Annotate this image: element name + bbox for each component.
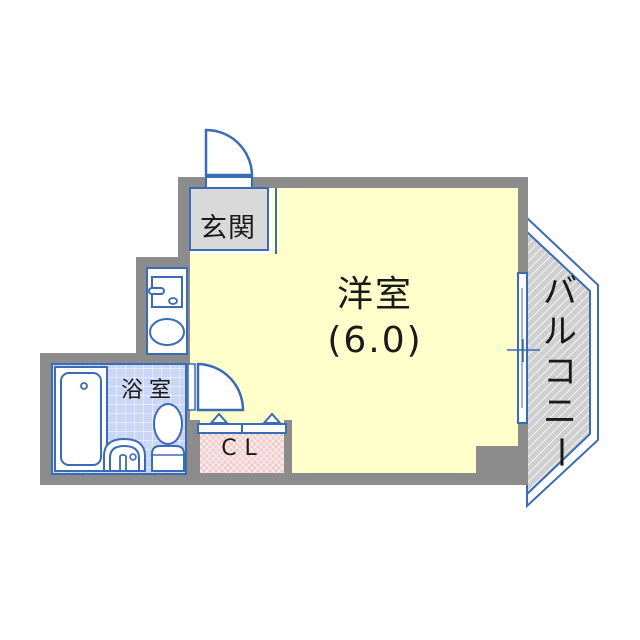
bathroom-label: 浴室	[120, 378, 177, 403]
balcony-char-4: ニ	[543, 392, 577, 432]
balcony-char-1: バ	[543, 272, 577, 312]
balcony-label: バ ル コ ニ ー	[540, 272, 580, 472]
closet-area	[197, 412, 287, 473]
utility-area	[146, 267, 188, 355]
closet-label: CL	[221, 436, 265, 461]
balcony-window	[507, 272, 540, 424]
balcony-char-5: ー	[540, 435, 580, 469]
balcony-char-3: コ	[543, 352, 577, 392]
western-room-size: (6.0)	[327, 320, 423, 361]
western-room-name: 洋室	[336, 274, 413, 315]
balcony-char-2: ル	[543, 312, 577, 352]
bath-door	[187, 362, 245, 412]
entrance-door	[204, 128, 254, 189]
genkan-area	[189, 187, 277, 254]
bathroom-area	[51, 363, 187, 475]
genkan-label: 玄関	[200, 213, 256, 244]
western-room-label: 洋室 (6.0)	[300, 272, 450, 364]
